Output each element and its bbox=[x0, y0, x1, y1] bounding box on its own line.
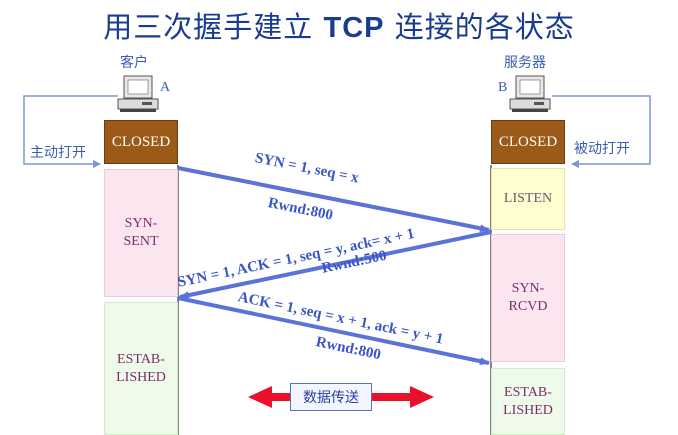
server-state-established: ESTAB- LISHED bbox=[491, 368, 565, 435]
data-transfer-label: 数据传送 bbox=[290, 383, 372, 411]
client-state-established: ESTAB- LISHED bbox=[104, 302, 178, 435]
client-state-closed: CLOSED bbox=[104, 120, 178, 164]
server-listen-text: LISTEN bbox=[503, 191, 553, 206]
passive-open-connector bbox=[552, 95, 651, 168]
server-state-closed: CLOSED bbox=[491, 120, 565, 164]
client-closed-text: CLOSED bbox=[111, 134, 171, 150]
syn-arrow bbox=[177, 166, 490, 233]
server-letter: B bbox=[498, 80, 508, 95]
client-syn-sent-line1: SYN- bbox=[124, 216, 158, 231]
client-established-line1: ESTAB- bbox=[117, 351, 165, 367]
server-state-syn-rcvd: SYN- RCVD bbox=[491, 234, 565, 362]
syn-ack-arrow bbox=[179, 230, 492, 300]
ack-arrow bbox=[177, 296, 490, 366]
active-open-connector bbox=[23, 95, 118, 168]
server-label: 服务器 bbox=[504, 55, 546, 71]
server-closed-text: CLOSED bbox=[498, 134, 558, 150]
server-syn-rcvd-line2: RCVD bbox=[508, 299, 548, 314]
server-state-listen: LISTEN bbox=[491, 168, 565, 230]
server-established-line1: ESTAB- bbox=[504, 384, 552, 400]
title-tcp: TCP bbox=[323, 12, 385, 44]
passive-open-label: 被动打开 bbox=[574, 141, 630, 157]
client-established-line2: LISHED bbox=[116, 369, 166, 385]
client-computer-icon bbox=[117, 75, 159, 112]
page-title: 用三次握手建立 TCP 连接的各状态 bbox=[0, 4, 678, 46]
server-syn-rcvd-line1: SYN- bbox=[511, 281, 545, 296]
title-prefix: 用三次握手建立 bbox=[103, 10, 324, 44]
server-computer-icon bbox=[509, 75, 551, 112]
title-suffix: 连接的各状态 bbox=[384, 10, 575, 44]
client-syn-sent-line2: SENT bbox=[123, 234, 159, 249]
server-established-line2: LISHED bbox=[503, 402, 553, 418]
client-state-syn-sent: SYN- SENT bbox=[104, 169, 178, 297]
client-label: 客户 bbox=[120, 55, 148, 71]
active-open-label: 主动打开 bbox=[30, 145, 86, 161]
client-letter: A bbox=[160, 80, 171, 95]
